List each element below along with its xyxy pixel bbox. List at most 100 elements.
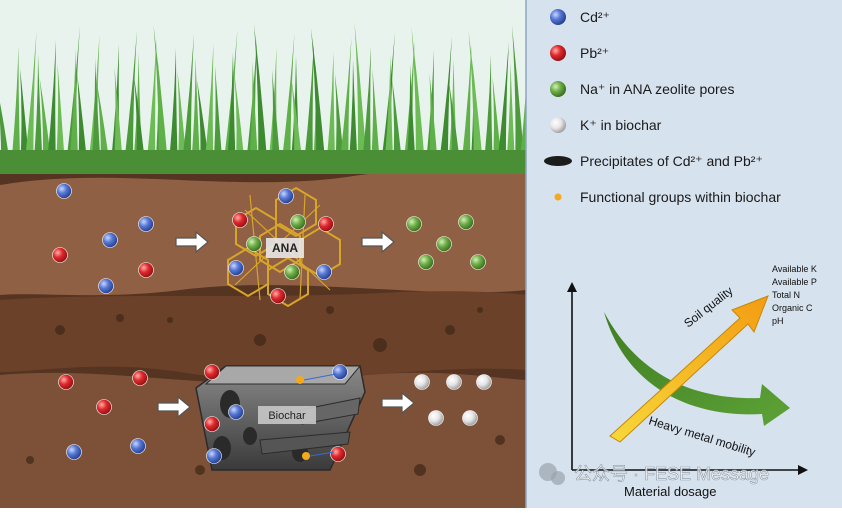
nutrient-item: Available K	[772, 264, 817, 274]
k-ion	[476, 374, 492, 390]
cd-ion	[228, 404, 244, 420]
legend-item: Functional groups within biochar	[554, 189, 781, 205]
legend: Cd²⁺ Pb²⁺ Na⁺ in ANA zeolite pores K⁺ in bi…	[544, 9, 781, 205]
na-ion	[418, 254, 434, 270]
grass-blade	[460, 45, 472, 172]
grass-blade	[23, 31, 37, 172]
arrow-in-biochar	[157, 395, 191, 419]
pb-ion	[318, 216, 334, 232]
grass-blade	[468, 31, 484, 172]
grass-blade	[370, 69, 381, 172]
na-ion	[458, 214, 474, 230]
legend-panel	[526, 0, 842, 508]
pb-ion	[270, 288, 286, 304]
k-ion	[414, 374, 430, 390]
grass-blade	[496, 40, 509, 172]
legend-label: Pb²⁺	[580, 45, 609, 61]
heavy-metal-arrow	[604, 312, 790, 426]
grass-blade	[325, 51, 336, 172]
pb-ion	[204, 416, 220, 432]
grass-blade	[213, 66, 223, 172]
nutrient-item: Total N	[772, 290, 800, 300]
grass-blade	[226, 52, 236, 172]
grass-blade	[234, 75, 246, 172]
cd-ion	[332, 364, 348, 380]
cd-ion	[130, 438, 146, 454]
pb-ion	[330, 446, 346, 462]
grass-blade	[10, 45, 21, 172]
cd-ion	[98, 278, 114, 294]
grass-blade	[354, 23, 368, 172]
grass-blade	[348, 60, 358, 172]
functional-group-dot	[296, 376, 304, 384]
legend-label: K⁺ in biochar	[580, 117, 662, 133]
ions	[52, 183, 492, 464]
grass-blade	[55, 63, 66, 172]
biochar-label: Biochar	[268, 410, 306, 422]
blue-ion-marker	[550, 9, 566, 25]
grass-blade	[134, 76, 146, 172]
grass-blade	[153, 25, 169, 172]
red-ion-marker	[550, 45, 566, 61]
grass-blade	[271, 70, 281, 172]
grass-blade	[438, 36, 452, 172]
cd-ion	[206, 448, 222, 464]
grass-blade	[291, 79, 304, 172]
grass-blade	[181, 34, 194, 172]
grass-blade	[91, 58, 101, 172]
biochar-label-bg	[258, 406, 316, 424]
watermark: 公众号 · FESE Message	[539, 463, 769, 485]
grass-blade	[449, 82, 461, 172]
cd-ion	[278, 188, 294, 204]
grass-blade	[311, 28, 326, 172]
grass-blade	[123, 30, 137, 172]
grass-blade	[411, 27, 426, 172]
nutrient-item: pH	[772, 316, 784, 326]
grass-blade	[145, 39, 157, 172]
nutrient-item: Available P	[772, 277, 817, 287]
grass-blade	[303, 42, 314, 172]
functional-group-marker	[554, 193, 562, 201]
white-ion-marker	[550, 117, 566, 133]
legend-item: Precipitates of Cd²⁺ and Pb²⁺	[544, 153, 763, 169]
grass-blade	[33, 54, 43, 172]
grass-blade	[383, 55, 394, 172]
legend-item: Pb²⁺	[550, 45, 609, 61]
functional-group-dot	[302, 452, 310, 460]
grass-blade	[338, 37, 352, 172]
na-ion	[406, 216, 422, 232]
na-ion	[436, 236, 452, 252]
precipitate-marker	[544, 156, 572, 166]
na-ion	[290, 214, 306, 230]
legend-item: Cd²⁺	[550, 9, 610, 25]
grass-blade	[254, 24, 268, 172]
grass-blade	[96, 81, 111, 172]
pb-ion	[204, 364, 220, 380]
grass-blade	[428, 73, 439, 172]
grass-blade	[168, 48, 178, 172]
pb-ion	[132, 370, 148, 386]
legend-label: Cd²⁺	[580, 9, 610, 25]
cd-ion	[56, 183, 72, 199]
na-ion	[284, 264, 300, 280]
pb-ion	[52, 247, 68, 263]
legend-label: Precipitates of Cd²⁺ and Pb²⁺	[580, 153, 763, 169]
arrow-in-ana	[175, 230, 209, 254]
k-ion	[462, 410, 478, 426]
grass-blade	[190, 57, 201, 172]
grass-blade	[68, 49, 79, 172]
legend-label: Na⁺ in ANA zeolite pores	[580, 81, 734, 97]
soil-layer-1	[0, 168, 526, 296]
legend-item: Na⁺ in ANA zeolite pores	[550, 81, 734, 97]
arrow-out-biochar	[381, 391, 415, 415]
legend-item: K⁺ in biochar	[550, 117, 662, 133]
watermark-text: 公众号 · FESE Message	[574, 464, 769, 484]
grass-blade	[77, 72, 88, 172]
arrow-out-ana	[361, 230, 395, 254]
na-ion	[246, 236, 262, 252]
grass-blade	[406, 64, 416, 172]
cd-ion	[66, 444, 82, 460]
